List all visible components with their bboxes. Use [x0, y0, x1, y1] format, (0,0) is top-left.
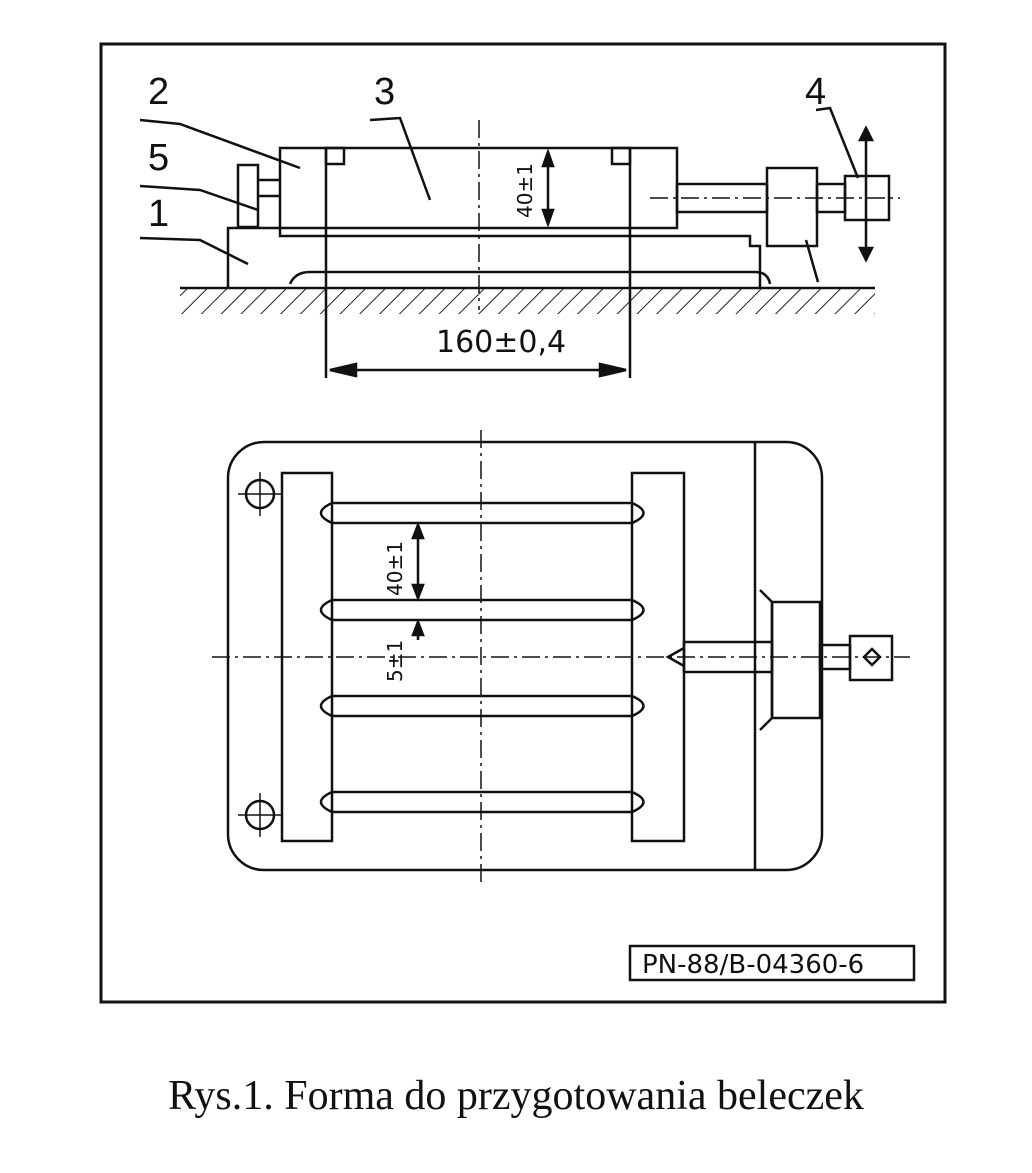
corner-notch-right	[610, 146, 632, 166]
drawing-frame	[99, 42, 947, 1004]
screw-nut	[765, 166, 819, 248]
dimension-length: 160±0,4	[436, 325, 566, 360]
base-plate-top	[226, 440, 824, 872]
leader-2	[139, 118, 301, 170]
standard-reference: PN-88/B-04360-6	[642, 950, 864, 980]
leader-base-right	[804, 239, 820, 283]
part-label-4: 4	[805, 71, 826, 113]
clamp-head	[848, 634, 894, 682]
clamp-block	[770, 600, 822, 720]
divider-3	[319, 694, 645, 718]
part-label-3: 3	[374, 71, 395, 113]
clamp-end-piece	[236, 163, 260, 229]
base-plate	[226, 226, 762, 288]
standard-box	[628, 944, 916, 982]
leader-1	[139, 236, 249, 266]
mould-technical-drawing: 2 3 4 5 1 160±0,4 40±1	[99, 42, 947, 1004]
dimension-height-side: 40±1	[513, 163, 537, 218]
top-view	[212, 430, 910, 885]
leader-3	[369, 116, 432, 201]
divider-2	[319, 598, 645, 622]
dimension-width-1: 40±1	[383, 541, 407, 596]
side-view	[139, 106, 900, 378]
clamp-bracket	[759, 589, 774, 731]
dimension-width-2: 5±1	[383, 640, 407, 682]
leader-4	[815, 106, 860, 179]
ground-hatch	[180, 288, 875, 314]
clamp-shaft	[682, 640, 774, 674]
corner-notch-left	[324, 146, 346, 166]
part-label-1: 1	[148, 193, 169, 235]
part-label-5: 5	[148, 137, 169, 179]
figure-caption: Rys.1. Forma do przygotowania beleczek	[168, 1073, 864, 1119]
part-label-2: 2	[148, 71, 169, 113]
base-rail	[288, 270, 772, 285]
divider-1	[319, 501, 645, 525]
divider-4	[319, 790, 645, 814]
leader-5	[139, 184, 259, 212]
